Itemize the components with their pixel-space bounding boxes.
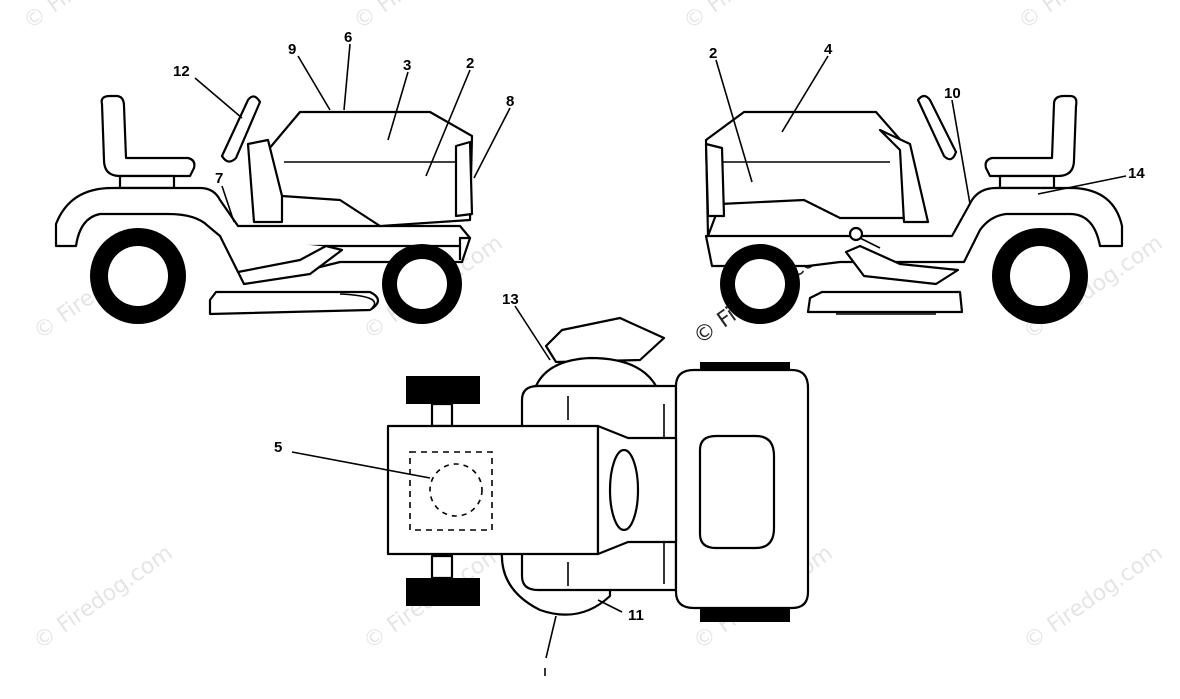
grille — [454, 140, 474, 218]
leader-9 — [297, 55, 331, 111]
callout-labels: 12 9 6 3 2 8 7 2 4 10 14 13 5 11 — [173, 29, 1145, 624]
front-wheel-hub — [735, 259, 785, 309]
callout-4: 4 — [824, 41, 833, 58]
seat-base — [998, 174, 1056, 190]
rear-wheel-hub — [1010, 246, 1070, 306]
hood — [704, 110, 906, 238]
callout-3: 3 — [403, 57, 411, 74]
discharge-chute — [544, 316, 666, 364]
left-side-view-mower — [54, 94, 474, 324]
leader-12 — [194, 77, 243, 119]
leader-4 — [781, 55, 829, 133]
ignition-knob — [848, 226, 864, 242]
seat — [100, 94, 196, 178]
dash-console — [878, 128, 930, 224]
footrest — [236, 244, 344, 286]
front-right-tire — [406, 578, 480, 606]
leader-6 — [343, 43, 351, 111]
leader-8 — [473, 107, 511, 179]
watermark: © Fire — [349, 0, 419, 35]
top-view-mower — [386, 316, 810, 676]
hood-top — [386, 424, 600, 556]
callout-10: 10 — [944, 85, 961, 102]
dash-console — [246, 138, 284, 224]
watermark: © Fire — [1014, 0, 1084, 35]
ignition-lever — [859, 237, 881, 249]
leader-2b — [715, 59, 753, 183]
deck-chute — [339, 293, 376, 309]
callout-9: 9 — [288, 41, 296, 58]
grille — [704, 142, 726, 218]
rear-right-tire — [700, 608, 790, 622]
callout-2-right: 2 — [709, 45, 717, 62]
mower-deck — [806, 290, 964, 314]
leader-10 — [951, 99, 971, 205]
hood — [266, 110, 474, 228]
right-side-view-mower — [704, 94, 1124, 324]
steering-wheel — [916, 94, 958, 161]
seat-top — [698, 434, 776, 550]
watermark: © Fire — [19, 0, 89, 35]
leader-bottom — [545, 615, 557, 659]
rear-wheel-hub — [108, 246, 168, 306]
callout-13: 13 — [502, 291, 519, 308]
leader-3 — [387, 71, 409, 141]
leader-14 — [1037, 175, 1127, 195]
frame-fender — [704, 186, 1124, 268]
watermark: © Fire — [679, 0, 749, 35]
front-axle-bottom — [430, 554, 454, 580]
watermark: © Firedog.com — [1019, 541, 1167, 655]
leader-5 — [291, 451, 431, 479]
seat — [984, 94, 1078, 178]
front-wheel-hub — [397, 259, 447, 309]
deck-top — [534, 356, 658, 388]
mower-deck — [208, 290, 380, 316]
callout-12: 12 — [173, 63, 190, 80]
callout-5: 5 — [274, 439, 282, 456]
front-axle-top — [430, 402, 454, 428]
callout-7: 7 — [215, 170, 223, 187]
engine-circle — [429, 463, 483, 517]
footrest — [844, 244, 960, 286]
steering-wheel-top — [608, 448, 640, 532]
front-left-tire — [406, 376, 480, 404]
callout-11: 11 — [628, 607, 644, 624]
callout-6: 6 — [344, 29, 352, 46]
leader-13 — [514, 305, 551, 361]
watermark: © Firedog.com — [29, 541, 177, 655]
callout-2-left: 2 — [466, 55, 474, 72]
steering-wheel — [220, 95, 262, 163]
callout-8: 8 — [506, 93, 514, 110]
callout-14: 14 — [1128, 165, 1145, 182]
leader-2a — [425, 69, 471, 177]
leader-11 — [597, 599, 623, 613]
engine-outline — [409, 451, 493, 531]
seat-base — [118, 174, 176, 190]
leader-lines — [194, 43, 1127, 659]
leader-7 — [221, 185, 235, 223]
